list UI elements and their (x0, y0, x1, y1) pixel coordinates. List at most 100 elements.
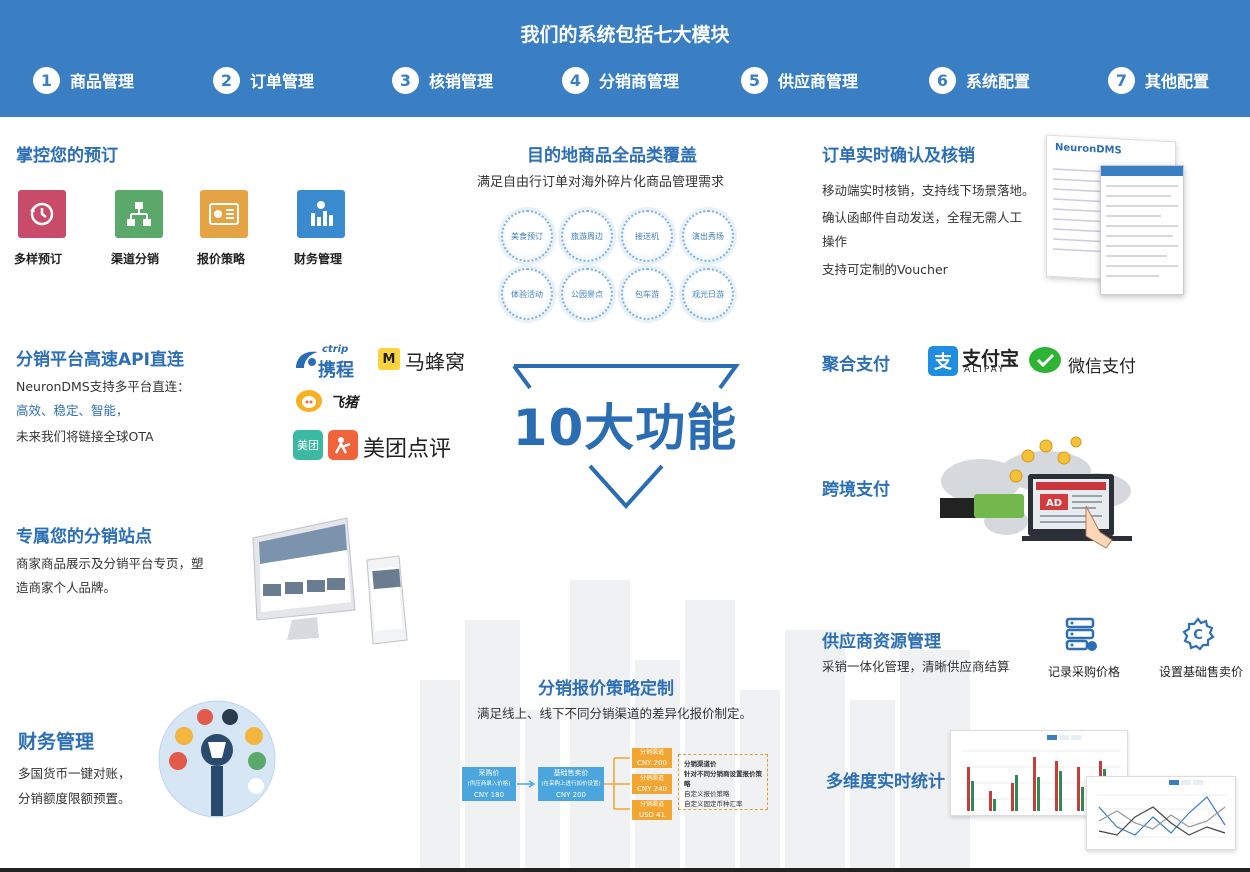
finance-line: 分销额度限额预置。 (18, 791, 131, 806)
category-bubble: 观光日游 (682, 268, 734, 320)
booking-item-label: 报价策略 (197, 252, 246, 266)
channel-box: 分销渠道 USD 41 (632, 800, 672, 820)
meituan-badge: 美团 (293, 430, 323, 460)
base-title: 基础售卖价 (553, 768, 589, 777)
note-line: 自定义固定币种汇率 (684, 800, 743, 808)
category-bubble: 体验活动 (501, 268, 553, 320)
gear-c-icon: C (1182, 617, 1215, 651)
category-bubble: 美食预订 (501, 210, 553, 262)
module-number: 5 (741, 66, 768, 94)
orders-title: 订单实时确认及核销 (822, 146, 975, 166)
pricing-note: 分销渠道价 针对不同分销商设置报价策略 自定义报价策略 自定义固定币种汇率 (678, 754, 768, 810)
stats-title: 多维度实时统计 (826, 772, 945, 792)
devices-mockup (252, 517, 408, 645)
module-other-config[interactable]: 7 其他配置 (1108, 66, 1209, 94)
base-sub: (在采购上进行加价设置) (541, 780, 601, 787)
triangle-top-icon (512, 364, 740, 390)
channel-title: 分销渠道 (639, 775, 664, 782)
finance-title: 财务管理 (18, 731, 95, 753)
mafengwo-m-icon: M (378, 348, 400, 370)
finance-circle-illustration (158, 700, 276, 818)
api-line: NeuronDMS支持多平台直连： (16, 379, 190, 394)
base-value: CNY 200 (556, 790, 586, 799)
ctrip-cn-text: 携程 (318, 360, 354, 381)
booking-title: 掌控您的预订 (16, 146, 118, 166)
purchase-price-box: 采购价 (供应商录入价格) CNY 180 (462, 767, 516, 801)
svg-text:C: C (1193, 628, 1203, 643)
purchase-sub: (供应商录入价格) (467, 780, 511, 787)
module-number: 4 (562, 66, 589, 94)
alipay-en-text: ALIPAY (964, 365, 1006, 375)
module-number: 7 (1108, 66, 1135, 94)
voucher-preview (1106, 185, 1178, 277)
supplier-line: 采销一体化管理，清晰供应商结算 (822, 659, 1010, 674)
module-label: 订单管理 (250, 72, 315, 91)
base-price-box: 基础售卖价 (在采购上进行加价设置) CNY 200 (538, 767, 604, 801)
module-number: 3 (392, 66, 419, 94)
ten-features-headline: 10大功能 (512, 399, 738, 457)
ctrip-dolphin-icon (296, 351, 318, 368)
ctrip-en-text: ctrip (322, 344, 349, 355)
crossborder-illustration: AD (940, 436, 1132, 549)
note-line: 分销渠道价 (684, 760, 717, 768)
module-label: 核销管理 (429, 72, 494, 91)
payment-title: 聚合支付 (822, 355, 890, 375)
module-number: 6 (929, 66, 956, 94)
site-line: 造商家个人品牌。 (16, 580, 117, 595)
channel-value: CNY 200 (637, 759, 667, 767)
pricing-card-icon (200, 190, 248, 238)
finance-line: 多国货币一键对账， (18, 766, 131, 781)
booking-item-label: 财务管理 (294, 252, 343, 266)
supplier-title: 供应商资源管理 (822, 632, 941, 652)
module-product[interactable]: 1 商品管理 (33, 66, 134, 94)
dianping-icon (328, 430, 358, 460)
orders-line: 移动端实时核销，支持线下场景落地。 (822, 183, 1035, 198)
channel-value: USD 41 (638, 811, 666, 819)
orders-line: 操作 (822, 234, 848, 249)
module-label: 其他配置 (1145, 72, 1210, 91)
category-bubble: 公园景点 (561, 268, 613, 320)
site-line: 商家商品展示及分销平台专页，塑 (16, 556, 204, 571)
module-verify[interactable]: 3 核销管理 (392, 66, 493, 94)
supplier-icon-label: 记录采购价格 (1048, 665, 1121, 679)
category-bubble: 接送机 (621, 210, 673, 262)
purchase-value: CNY 180 (474, 790, 504, 799)
orders-line: 确认函邮件自动发送，全程无需人工 (822, 210, 1023, 225)
channel-box: 分销渠道 CNY 200 (632, 748, 672, 768)
booking-item-label: 渠道分销 (111, 252, 160, 266)
category-bubble: 演出秀场 (682, 210, 734, 262)
note-line: 自定义报价策略 (684, 790, 730, 798)
api-line: 未来我们将链接全球OTA (16, 429, 154, 444)
booking-item-label: 多样预订 (14, 252, 63, 266)
hierarchy-icon (115, 190, 163, 238)
stats-line-card (1086, 776, 1236, 850)
api-title: 分销平台高速API直连 (16, 350, 184, 370)
ad-label: AD (1046, 498, 1062, 509)
module-number: 1 (33, 66, 60, 94)
mafengwo-text: 马蜂窝 (405, 350, 465, 374)
module-label: 系统配置 (966, 72, 1031, 91)
order-screenshot-front (1100, 165, 1184, 295)
meituan-text: 美团点评 (363, 437, 452, 462)
module-system-config[interactable]: 6 系统配置 (929, 66, 1030, 94)
module-label: 分销商管理 (599, 72, 680, 91)
server-stack-icon (1065, 617, 1097, 651)
wechat-pay-icon (1029, 347, 1061, 373)
flow-branch-arrows (604, 757, 630, 810)
channel-box: 分销渠道 CNY 240 (632, 774, 672, 794)
bottom-border (0, 868, 1250, 872)
supplier-icon-label: 设置基础售卖价 (1159, 665, 1244, 679)
note-line: 针对不同分销商设置报价策略 (684, 770, 762, 788)
clock-refresh-icon (18, 190, 66, 238)
wechat-pay-text: 微信支付 (1068, 357, 1136, 377)
module-distributor[interactable]: 4 分销商管理 (562, 66, 679, 94)
triangle-bottom-icon (588, 464, 664, 509)
api-line-highlight: 高效、稳定、智能， (16, 403, 129, 418)
catalog-title: 目的地商品全品类覆盖 (527, 146, 697, 166)
module-label: 商品管理 (70, 72, 135, 91)
channel-title: 分销渠道 (639, 749, 664, 756)
stats-line-chart (1097, 780, 1227, 838)
